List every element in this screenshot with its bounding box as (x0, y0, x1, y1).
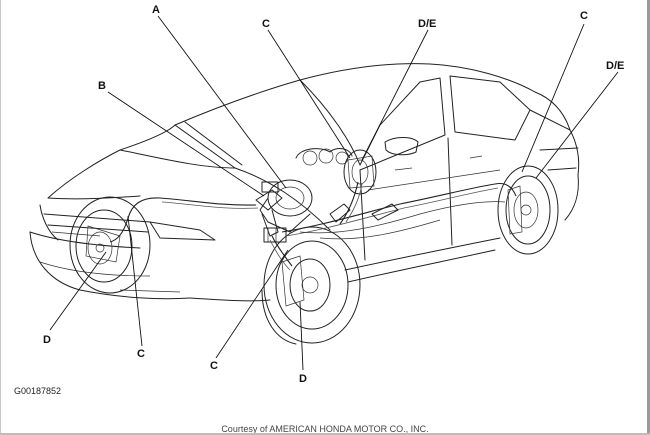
front-right-wheel (261, 226, 361, 345)
frame-left-edge (0, 0, 1, 435)
callout-c-front-left-wheel: C (137, 348, 145, 360)
front-left-wheel (69, 196, 151, 294)
callout-a: A (152, 4, 160, 16)
callout-c-rear-right: C (580, 10, 588, 22)
credit-line: Courtesy of AMERICAN HONDA MOTOR CO., IN… (221, 424, 429, 434)
callout-d-front-right: D (299, 373, 307, 385)
callout-de-center: D/E (418, 18, 437, 30)
brake-lines (109, 181, 517, 271)
callout-c-master-cylinder: C (262, 18, 270, 30)
rear-right-wheel (497, 165, 559, 255)
leader-lines (49, 15, 619, 371)
frame-right-edge (647, 0, 650, 435)
callout-d-front-left: D (43, 334, 51, 346)
figure-code: G00187852 (14, 386, 62, 396)
callout-de-rear: D/E (606, 60, 625, 72)
abs-modulator (263, 227, 287, 243)
callout-b: B (98, 80, 106, 92)
car-body (29, 63, 580, 302)
master-cylinder (255, 181, 283, 237)
frame-bottom-edge (0, 433, 650, 435)
callout-c-front-right-line: C (210, 360, 218, 372)
